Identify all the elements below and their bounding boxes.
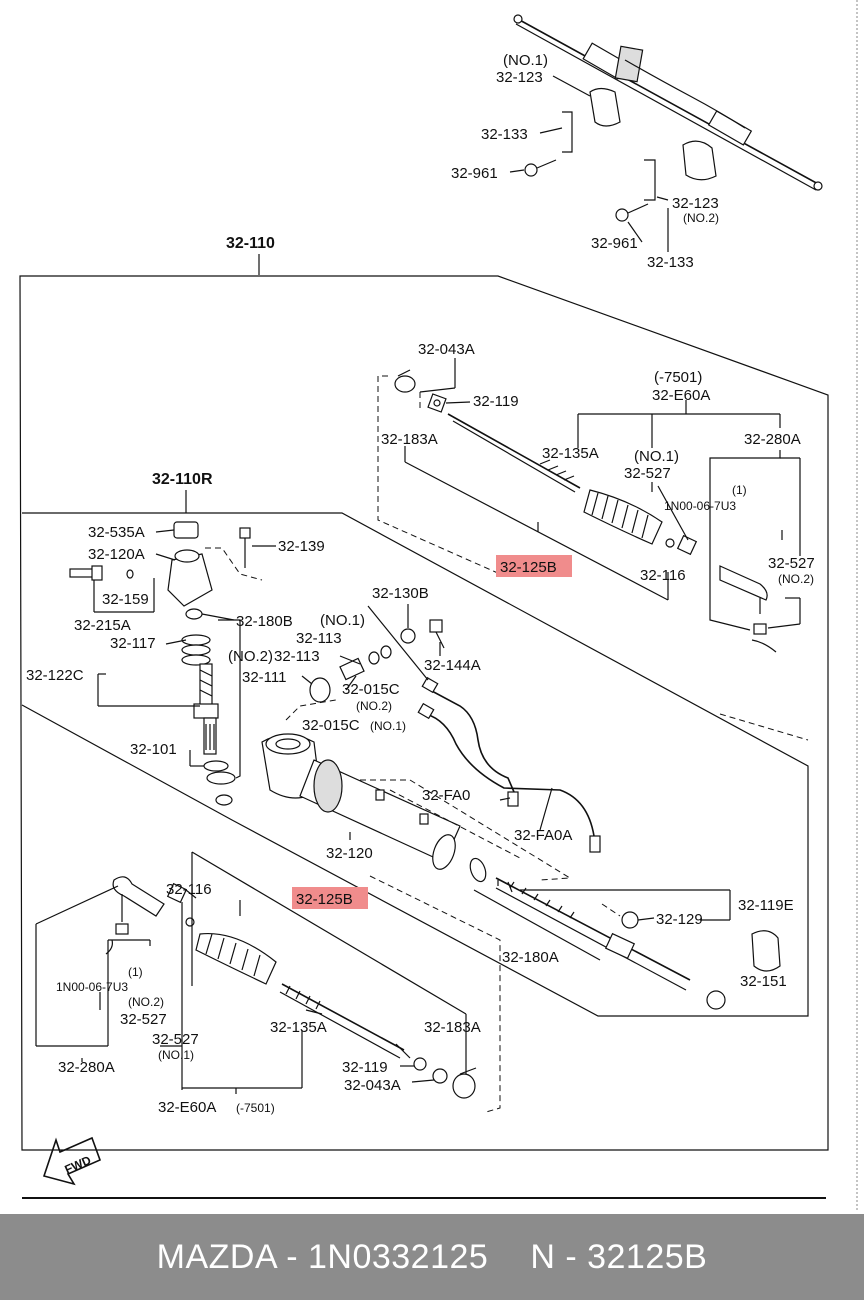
label-no2-left: (NO.2) <box>128 995 164 1009</box>
label-fwd: FWD <box>63 1153 94 1177</box>
label-32-122c: 32-122C <box>26 667 84 684</box>
valve-and-lines <box>309 619 601 853</box>
rack-assembly <box>469 857 781 1010</box>
label-32-110r: 32-110R <box>152 471 213 488</box>
label-32-527-left: 32-527 <box>120 1011 167 1028</box>
tie-rod-lower <box>105 876 477 1099</box>
label-32-527-mid: 32-527 <box>624 465 671 482</box>
label-32-130b: 32-130B <box>372 585 429 602</box>
label-no1-mid: (NO.1) <box>634 448 679 465</box>
label-32-133-top: 32-133 <box>481 126 528 143</box>
label-32-e60a-top: 32-E60A <box>652 387 710 404</box>
frame-32-110r <box>21 512 809 1017</box>
rack-housing <box>261 733 572 881</box>
overview-assembly <box>513 14 823 222</box>
label-32-119e: 32-119E <box>738 897 794 914</box>
label-no2-right: (NO.2) <box>683 211 719 225</box>
label-32-e60a-bottom: 32-E60A <box>158 1099 216 1116</box>
label-32-215a: 32-215A <box>74 617 131 634</box>
label-32-101: 32-101 <box>130 741 177 758</box>
label-minus7501-top: (-7501) <box>654 369 702 386</box>
label-32-043a-top: 32-043A <box>418 341 475 358</box>
label-32-135a-top: 32-135A <box>542 445 599 462</box>
label-32-151: 32-151 <box>740 973 787 990</box>
part-number-footer: MAZDA - 1N0332125 N - 32125B <box>0 1214 864 1300</box>
label-no1-113: (NO.1) <box>320 612 365 629</box>
label-32-527-left2: 32-527 <box>152 1031 199 1048</box>
label-32-125b-top: 32-125B <box>500 559 557 576</box>
label-32-123-right: 32-123 <box>672 195 719 212</box>
leaders-upper-right <box>377 358 801 631</box>
label-32-116-bottom: 32-116 <box>166 881 212 898</box>
label-32-111: 32-111 <box>242 669 286 686</box>
footer-part-code: N - 32125B <box>530 1237 708 1276</box>
label-no1-top: (NO.1) <box>503 52 548 69</box>
label-32-110: 32-110 <box>226 235 275 252</box>
overview-leaders <box>509 75 669 252</box>
label-32-961-right: 32-961 <box>591 235 638 252</box>
label-32-183a-top: 32-183A <box>381 431 438 448</box>
label-32-113-2: 32-113 <box>274 648 320 665</box>
label-32-129: 32-129 <box>656 911 703 928</box>
highlight-32-125b-bottom <box>292 887 368 909</box>
label-32-043a-bottom: 32-043A <box>344 1077 401 1094</box>
label-32-133-right: 32-133 <box>647 254 694 271</box>
label-32-535a: 32-535A <box>88 524 145 541</box>
label-one-right: (1) <box>732 483 747 497</box>
label-32-144a: 32-144A <box>424 657 481 674</box>
label-32-119-top: 32-119 <box>473 393 519 410</box>
label-code-left: 1N00-06-7U3 <box>56 980 128 994</box>
label-32-527-right: 32-527 <box>768 555 815 572</box>
highlight-32-125b-top <box>496 555 572 577</box>
label-32-125b-bottom: 32-125B <box>296 891 353 908</box>
label-32-015c-2: 32-015C <box>302 717 360 734</box>
label-32-280a-top: 32-280A <box>744 431 801 448</box>
label-32-117: 32-117 <box>110 635 156 652</box>
leaders-rack <box>473 713 809 961</box>
label-32-180b: 32-180B <box>236 613 293 630</box>
label-32-139: 32-139 <box>278 538 325 555</box>
label-no2-113: (NO.2) <box>228 648 273 665</box>
label-32-180a: 32-180A <box>502 949 559 966</box>
label-32-120a: 32-120A <box>88 546 145 563</box>
leaders-pinion <box>93 529 276 779</box>
label-32-135a-bottom: 32-135A <box>270 1019 327 1036</box>
label-no2-015: (NO.2) <box>356 699 392 713</box>
label-code-right: 1N00-06-7U3 <box>664 499 736 513</box>
label-32-961-top: 32-961 <box>451 165 498 182</box>
steering-gear-exploded-diagram: (NO.1) 32-123 32-133 32-961 32-123 (NO.2… <box>19 0 858 1210</box>
leaders-lower-left <box>35 851 501 1113</box>
label-no1-015: (NO.1) <box>370 719 406 733</box>
leaders-valve <box>285 604 553 831</box>
label-minus7501-bottom: (-7501) <box>236 1101 275 1115</box>
label-32-fa0a: 32-FA0A <box>514 827 572 844</box>
footer-oem-number: MAZDA - 1N0332125 <box>156 1237 489 1276</box>
label-32-159: 32-159 <box>102 591 149 608</box>
pinion-valve-parts <box>69 521 263 806</box>
fwd-arrow-icon: FWD <box>42 1136 102 1186</box>
label-32-123-top: 32-123 <box>496 69 543 86</box>
label-32-280a-bottom: 32-280A <box>58 1059 115 1076</box>
label-32-183a-bottom: 32-183A <box>424 1019 481 1036</box>
label-no2-right2: (NO.2) <box>778 572 814 586</box>
label-32-116-top: 32-116 <box>640 567 686 584</box>
tie-rod-upper <box>394 369 777 653</box>
label-32-120: 32-120 <box>326 845 373 862</box>
label-32-113-1: 32-113 <box>296 630 342 647</box>
label-32-fa0: 32-FA0 <box>422 787 470 804</box>
label-32-015c-1: 32-015C <box>342 681 400 698</box>
frame-32-110 <box>19 275 829 1151</box>
label-32-119-bottom: 32-119 <box>342 1059 388 1076</box>
label-no1-left: (NO.1) <box>158 1048 194 1062</box>
label-one-left: (1) <box>128 965 143 979</box>
